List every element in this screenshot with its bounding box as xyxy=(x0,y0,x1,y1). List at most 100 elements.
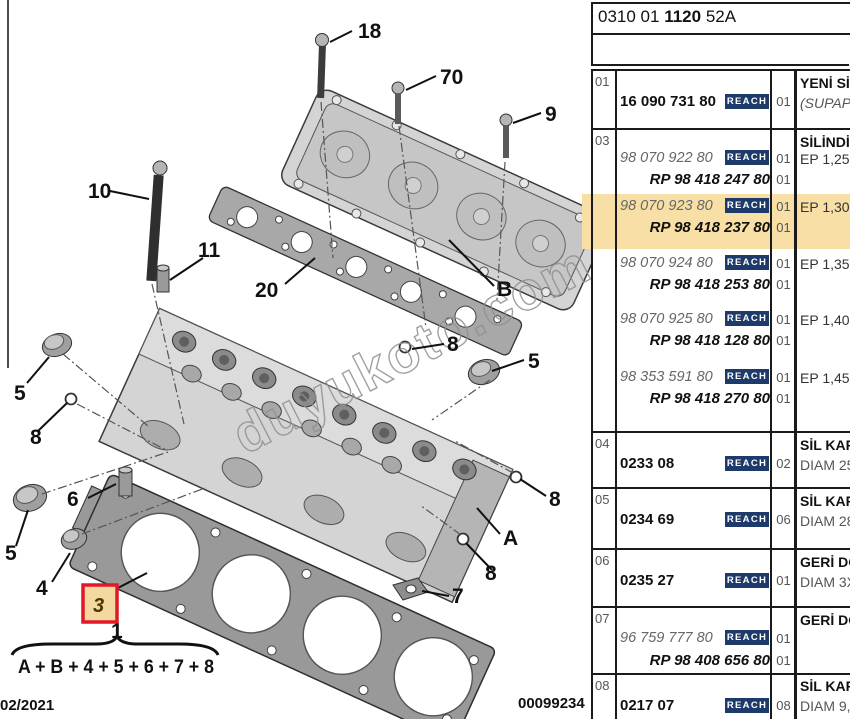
dowel-11 xyxy=(156,264,170,293)
part-desc-line2: DIAM 9,5 xyxy=(800,698,850,714)
footer-doc-number: 00099234 xyxy=(518,695,585,712)
col-line-desc xyxy=(794,69,797,719)
leader-lines xyxy=(15,30,547,597)
part-desc-line1: SİL KAP xyxy=(800,493,850,509)
part-number: 0234 69 xyxy=(620,511,675,528)
callout-9[interactable]: 9 xyxy=(545,103,557,126)
rp-qty: 01 xyxy=(776,172,791,187)
reach-badge[interactable]: REACH xyxy=(725,573,769,588)
table-row-06[interactable]: 06 0235 27 REACH 01 GERİ DÖ DIAM 3X xyxy=(591,548,850,606)
callout-5-left-bottom[interactable]: 5 xyxy=(5,542,17,565)
reach-badge[interactable]: REACH xyxy=(725,311,769,326)
part-number: 98 070 922 80 xyxy=(620,150,713,166)
table-row-01[interactable]: 01 16 090 731 80 REACH 01 YENİ Sİ (SUPAP xyxy=(591,69,850,128)
reach-badge[interactable]: REACH xyxy=(725,94,769,109)
part-qty: 01 xyxy=(776,94,791,109)
part-desc-line1: SİL KAP xyxy=(800,678,850,694)
cylinder-head-part xyxy=(98,307,514,604)
replacement-part-number: RP 98 418 128 80 xyxy=(649,332,770,349)
rp-qty: 01 xyxy=(776,391,791,406)
part-number: 98 070 924 80 xyxy=(620,255,713,271)
table-row-04[interactable]: 04 0233 08 REACH 02 SİL KAP DIAM 25 xyxy=(591,431,850,487)
replacement-part-number: RP 98 418 247 80 xyxy=(649,171,770,188)
callout-8-top[interactable]: 8 xyxy=(447,333,459,356)
code-bold: 1120 xyxy=(664,7,702,26)
part-desc-line2: DIAM 28 xyxy=(800,513,850,529)
reach-badge[interactable]: REACH xyxy=(725,369,769,384)
valve-cover-part xyxy=(280,89,591,311)
callout-20[interactable]: 20 xyxy=(255,279,278,302)
spec-label: EP 1,25 xyxy=(800,151,850,167)
reach-badge[interactable]: REACH xyxy=(725,698,769,713)
part-number: 96 759 777 80 xyxy=(620,630,713,646)
part-number: 98 070 923 80 xyxy=(620,198,713,214)
callout-5-left-top[interactable]: 5 xyxy=(14,382,26,405)
rp-qty: 01 xyxy=(776,333,791,348)
selected-callout-box[interactable]: 3 xyxy=(81,583,119,624)
formula-ref: 1 xyxy=(111,620,123,643)
callout-18[interactable]: 18 xyxy=(358,20,382,43)
row-ref: 08 xyxy=(595,678,610,693)
parts-table-panel: 0310 01 1120 52A 01 16 090 731 80 REACH … xyxy=(582,0,850,719)
part-variant-selected[interactable]: 98 070 923 80 REACH 01 RP 98 418 237 80 … xyxy=(591,198,850,240)
callout-B[interactable]: B xyxy=(497,278,512,301)
part-desc-line1: SİL KAP xyxy=(800,437,850,453)
bolt-70 xyxy=(391,81,405,124)
callout-10[interactable]: 10 xyxy=(88,180,111,203)
row-ref: 06 xyxy=(595,553,610,568)
part-number: 0217 07 xyxy=(620,697,675,714)
row-ref: 04 xyxy=(595,436,610,451)
callout-8-bottom-right[interactable]: 8 xyxy=(485,562,497,585)
table-row-08[interactable]: 08 0217 07 REACH 08 SİL KAP DIAM 9,5 xyxy=(591,673,850,719)
part-variant[interactable]: 98 070 922 80 REACH 01 RP 98 418 247 80 … xyxy=(591,150,850,192)
spec-label: EP 1,30 xyxy=(800,199,850,215)
reach-badge[interactable]: REACH xyxy=(725,512,769,527)
table-row-05[interactable]: 05 0234 69 REACH 06 SİL KAP DIAM 28 xyxy=(591,487,850,548)
part-variant[interactable]: 98 070 924 80 REACH 01 RP 98 418 253 80 … xyxy=(591,255,850,297)
part-desc-line1: GERİ DÖ xyxy=(800,554,850,570)
callout-70[interactable]: 70 xyxy=(440,66,463,89)
reach-badge[interactable]: REACH xyxy=(725,198,769,213)
part-number: 98 353 591 80 xyxy=(620,369,713,385)
part-qty: 08 xyxy=(776,698,791,713)
part-qty: 02 xyxy=(776,456,791,471)
rp-qty: 01 xyxy=(776,220,791,235)
part-variant[interactable]: 98 353 591 80 REACH 01 RP 98 418 270 80 … xyxy=(591,369,850,411)
callout-6[interactable]: 6 xyxy=(67,488,79,511)
part-number: 0235 27 xyxy=(620,572,675,589)
callout-7[interactable]: 7 xyxy=(452,585,464,608)
code-left: 0310 01 xyxy=(598,7,660,26)
callout-8-left[interactable]: 8 xyxy=(30,426,42,449)
reach-badge[interactable]: REACH xyxy=(725,150,769,165)
callout-11[interactable]: 11 xyxy=(198,239,221,262)
table-border-left xyxy=(591,69,593,719)
callout-A[interactable]: A xyxy=(503,527,518,550)
bolt-18 xyxy=(315,33,329,99)
part-desc-line1: YENİ Sİ xyxy=(800,75,850,91)
col-line-ref xyxy=(615,69,617,719)
part-desc-line2: DIAM 25 xyxy=(800,457,850,473)
table-row-07[interactable]: 07 GERİ DÖ 96 759 777 80 REACH 01 RP 98 … xyxy=(591,606,850,673)
spec-label: EP 1,45 xyxy=(800,370,850,386)
row-ref: 05 xyxy=(595,492,610,507)
callout-4[interactable]: 4 xyxy=(36,577,48,600)
table-row-03[interactable]: 03 SİLİNDİ 98 070 922 80 REACH 01 RP 98 … xyxy=(582,128,850,431)
exploded-view-diagram: duyukoto.com 18 70 9 10 1 xyxy=(0,0,591,719)
row-ref: 03 xyxy=(595,133,610,148)
reach-badge[interactable]: REACH xyxy=(725,630,769,645)
part-desc-line2: (SUPAP xyxy=(800,95,850,111)
reach-badge[interactable]: REACH xyxy=(725,255,769,270)
part-qty: 01 xyxy=(776,199,791,214)
part-qty: 01 xyxy=(776,312,791,327)
callout-5-right[interactable]: 5 xyxy=(528,350,540,373)
seal-rings-8 xyxy=(64,340,523,546)
assembly-formula: 1 A + B + 4 + 5 + 6 + 7 + 8 xyxy=(10,620,220,678)
col-line-qty xyxy=(770,69,772,719)
callout-3: 3 xyxy=(93,595,104,617)
row-ref: 07 xyxy=(595,611,610,626)
formula-expression: A + B + 4 + 5 + 6 + 7 + 8 xyxy=(18,657,214,678)
reach-badge[interactable]: REACH xyxy=(725,456,769,471)
callout-8-right[interactable]: 8 xyxy=(549,488,561,511)
part-variant[interactable]: 98 070 925 80 REACH 01 RP 98 418 128 80 … xyxy=(591,311,850,353)
